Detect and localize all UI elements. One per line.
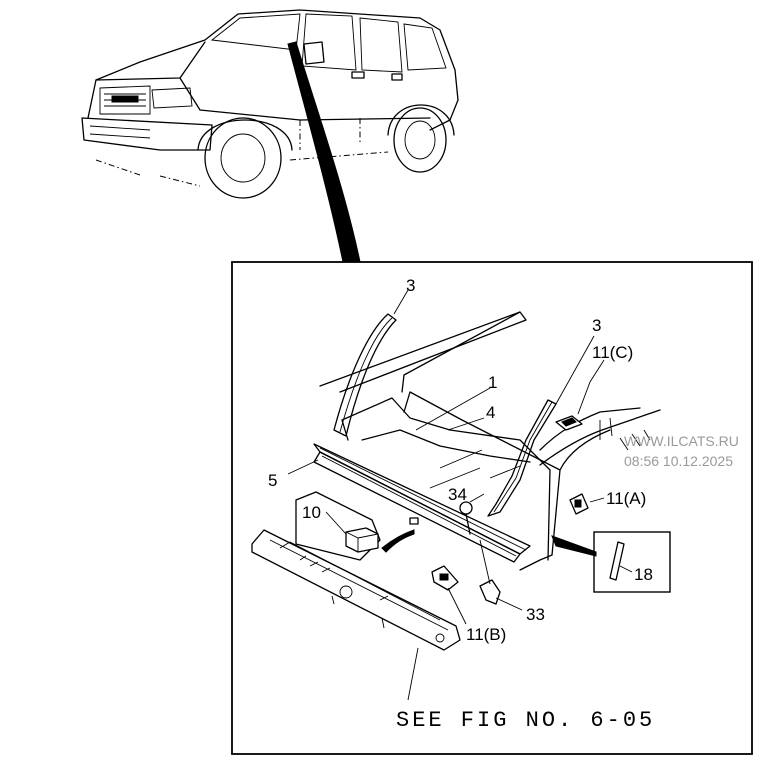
watermark-timestamp: 08:56 10.12.2025 bbox=[624, 453, 733, 469]
callout-5: 5 bbox=[268, 471, 277, 490]
callout-1: 1 bbox=[488, 373, 497, 392]
callout-34: 34 bbox=[448, 485, 467, 504]
callout-33: 33 bbox=[526, 605, 545, 624]
watermark-site: WWW.ILCATS.RU bbox=[624, 433, 739, 449]
callout-11a: 11(A) bbox=[606, 489, 646, 508]
callout-10: 10 bbox=[302, 503, 321, 522]
see-fig-reference: SEE FIG NO. 6-05 bbox=[396, 708, 655, 733]
detail-frame bbox=[231, 261, 753, 755]
windshield-frame bbox=[319, 311, 661, 571]
part-3-right-moulding bbox=[487, 399, 557, 517]
part-33-bracket bbox=[479, 539, 501, 605]
part-11a-clip bbox=[569, 493, 589, 515]
part-18-inset bbox=[551, 531, 671, 593]
callout-11c: 11(C) bbox=[592, 343, 633, 362]
callout-18: 18 bbox=[634, 565, 653, 584]
part-11c-clip bbox=[555, 415, 583, 431]
callout-3-right: 3 bbox=[592, 316, 601, 335]
part-3-left-moulding bbox=[333, 313, 397, 437]
leader-lines bbox=[287, 289, 633, 701]
callout-4: 4 bbox=[486, 403, 495, 422]
callout-11b: 11(B) bbox=[466, 625, 506, 644]
leader-wedge bbox=[287, 41, 361, 263]
part-11b-clip bbox=[431, 565, 459, 591]
vehicle-illustration bbox=[81, 9, 459, 199]
callout-3-left: 3 bbox=[406, 276, 415, 295]
part-10-inset bbox=[295, 491, 415, 561]
part-5-cowl-seal bbox=[313, 443, 531, 563]
part-34-bolt bbox=[459, 501, 473, 535]
cowl-top-panel bbox=[251, 529, 461, 651]
